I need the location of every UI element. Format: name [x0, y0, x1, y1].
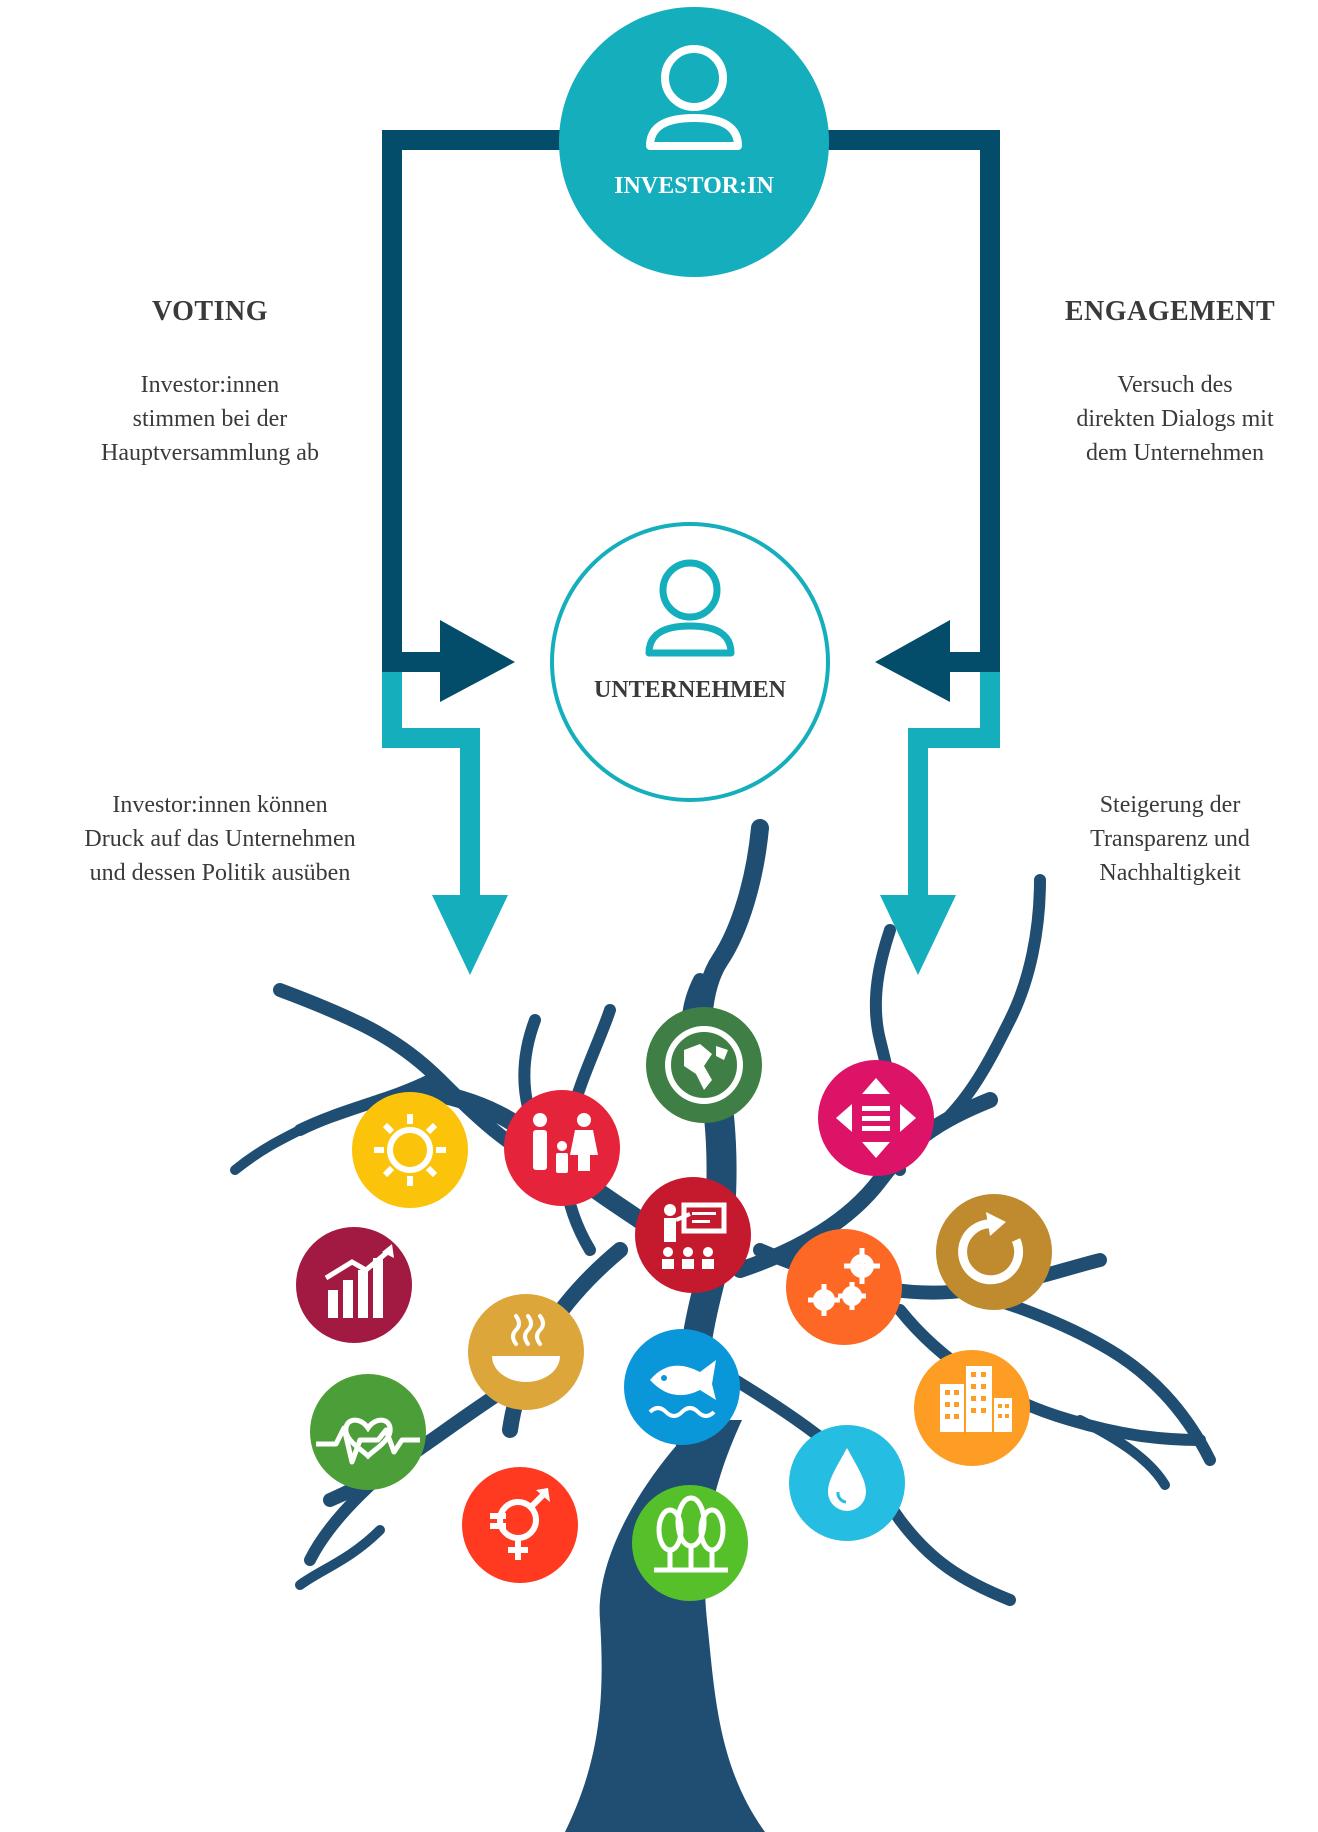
engagement-effect: Steigerung der Transparenz und Nachhalti… — [1040, 788, 1300, 890]
trees-icon — [632, 1485, 748, 1601]
user-icon — [645, 559, 735, 657]
engagement-description-line: Versuch des — [1117, 372, 1233, 398]
sdg-icons — [296, 1007, 1052, 1601]
heartbeat-icon — [310, 1374, 426, 1490]
inequality-icon — [818, 1060, 934, 1176]
voting-effect-line: und dessen Politik ausüben — [89, 860, 351, 886]
family-icon — [504, 1090, 620, 1206]
engagement-description: Versuch des direkten Dialogs mit dem Unt… — [1040, 368, 1310, 470]
voting-effect-arrowhead — [432, 895, 508, 975]
sun-icon — [352, 1092, 468, 1208]
engagement-effect-line: Transparenz und — [1090, 826, 1250, 852]
engagement-arrowhead — [875, 620, 950, 702]
engagement-effect-line: Steigerung der — [1099, 792, 1241, 818]
voting-effect: Investor:innen können Druck auf das Unte… — [30, 788, 410, 890]
investor-node: INVESTOR:IN — [559, 7, 829, 277]
voting-description-line: Hauptversammlung ab — [101, 440, 319, 466]
teacher-icon — [635, 1177, 751, 1293]
gears-icon — [786, 1229, 902, 1345]
engagement-heading: ENGAGEMENT — [1064, 296, 1276, 327]
buildings-icon — [914, 1350, 1030, 1466]
engagement-description-line: dem Unternehmen — [1086, 440, 1264, 466]
growth-chart-icon — [296, 1227, 412, 1343]
water-drop-icon — [789, 1425, 905, 1541]
user-icon — [646, 45, 742, 150]
voting-arrowhead — [440, 620, 515, 702]
bowl-icon — [468, 1294, 584, 1410]
engagement-effect-line: Nachhaltigkeit — [1099, 860, 1241, 886]
fish-icon — [624, 1329, 740, 1445]
investor-label: INVESTOR:IN — [614, 173, 774, 199]
gender-equality-icon — [462, 1467, 578, 1583]
voting-description-line: Investor:innen — [140, 372, 280, 398]
teal-connector-lines — [382, 672, 1000, 900]
tree-trunk — [565, 1420, 765, 1832]
company-label: UNTERNEHMEN — [594, 677, 787, 703]
voting-description-line: stimmen bei der — [132, 406, 288, 432]
voting-heading: VOTING — [151, 296, 268, 327]
voting-effect-line: Investor:innen können — [112, 792, 328, 818]
engagement-description-line: direkten Dialogs mit — [1076, 406, 1274, 432]
voting-description: Investor:innen stimmen bei der Hauptvers… — [40, 368, 380, 470]
company-node: UNTERNEHMEN — [550, 522, 830, 802]
voting-effect-line: Druck auf das Unternehmen — [84, 826, 356, 852]
globe-icon — [646, 1007, 762, 1123]
recycle-icon — [936, 1194, 1052, 1310]
navy-connector-lines — [382, 130, 1000, 672]
engagement-effect-arrowhead — [880, 895, 956, 975]
